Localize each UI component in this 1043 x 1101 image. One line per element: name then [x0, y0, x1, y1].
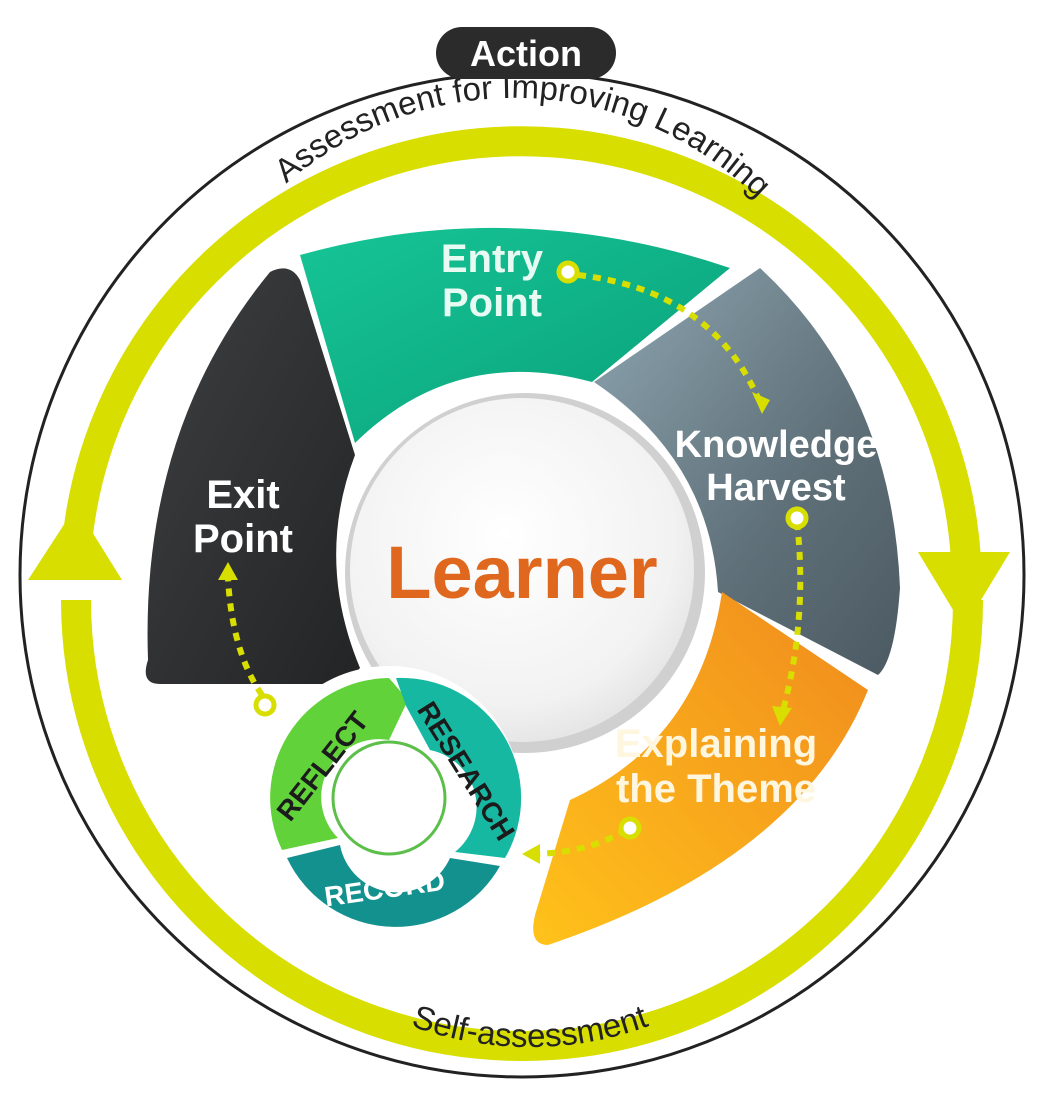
learner-label: Learner: [386, 531, 657, 614]
knowledge-harvest-label-line2: Harvest: [706, 467, 846, 509]
ring-arrowhead-right-icon: [918, 552, 1010, 628]
ring-top-arc: [61, 126, 981, 561]
flow-arrow-cycle-to-exit: [225, 577, 265, 697]
arrowhead-cycle-icon: [522, 844, 540, 864]
segment-exit-point: [145, 268, 360, 684]
mini-segment-reflect: [270, 678, 408, 850]
flow-dot-knowledge-icon: [785, 506, 809, 530]
segment-entry-point: [300, 227, 730, 443]
flow-dot-cycle-icon: [253, 693, 277, 717]
explaining-theme-label-line2: the Theme: [616, 767, 816, 811]
entry-point-label-line1: Entry: [441, 237, 544, 281]
action-label: Action: [470, 33, 582, 74]
mini-segment-research: [396, 677, 522, 858]
arrowhead-knowledge-icon: [752, 392, 770, 414]
flow-arrowheads: [218, 392, 792, 864]
arrowhead-exit-icon: [218, 562, 238, 580]
knowledge-harvest-label-line1: Knowledge: [675, 424, 878, 466]
flow-dot-explain-icon: [618, 816, 642, 840]
flow-dot-entry-icon: [556, 260, 580, 284]
entry-point-label-line2: Point: [442, 281, 542, 325]
assessment-ring: [61, 126, 983, 1061]
flow-arrows: [225, 272, 804, 857]
flow-arrow-entry-to-knowledge: [577, 272, 761, 400]
action-badge: Action: [436, 27, 616, 79]
flow-arrow-knowledge-to-explain: [779, 521, 804, 715]
flow-start-dots: [253, 260, 809, 840]
arrowhead-explain-icon: [772, 706, 792, 726]
mini-cycle: REFLECT RESEARCH RECORD: [257, 666, 522, 930]
ring-arrowhead-left-icon: [28, 506, 122, 580]
segment-explaining-theme: [533, 592, 868, 945]
exit-point-label-line1: Exit: [206, 473, 279, 517]
segment-knowledge-harvest: [594, 268, 900, 675]
mini-segment-record: [287, 845, 500, 927]
ring-bottom-arc: [61, 599, 983, 1061]
learner-circle: [350, 398, 694, 742]
exit-point-label-line2: Point: [193, 517, 293, 561]
explaining-theme-label-line1: Explaining: [615, 722, 817, 766]
